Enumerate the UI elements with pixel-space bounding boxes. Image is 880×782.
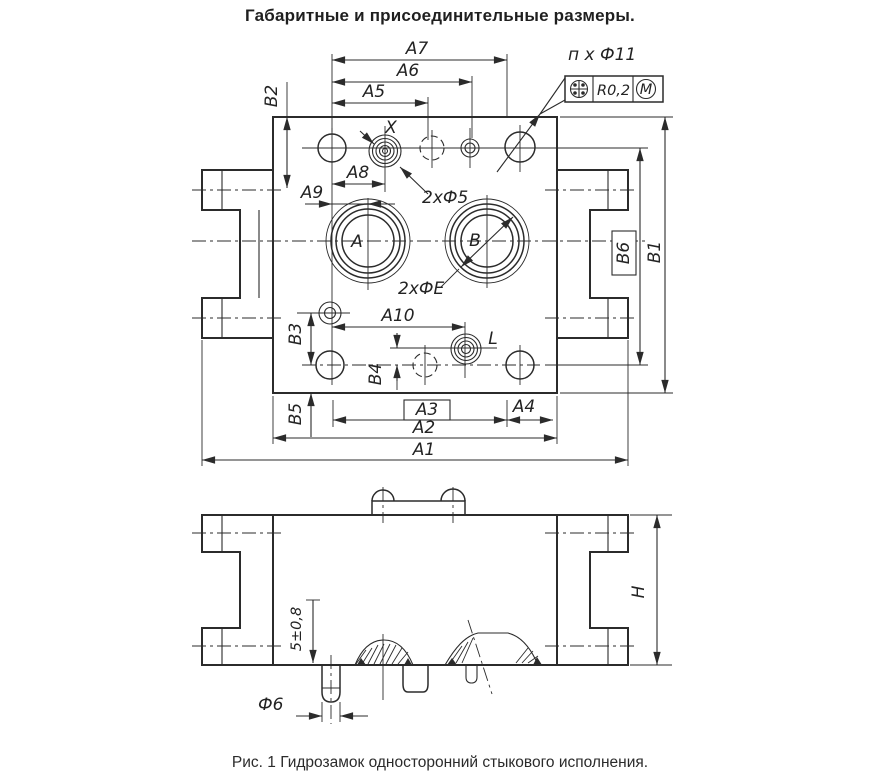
dim-label-b1: В1 [645, 241, 665, 263]
leader-2xf5 [399, 166, 429, 195]
dim-label-b2: В2 [262, 85, 282, 107]
drawing-labels: А7 А6 А5 А8 А9 А10 А3 А4 А2 А1 В2 В3 В5 … [258, 39, 665, 715]
port-b [444, 198, 530, 284]
port-a-label: А [350, 232, 363, 252]
hidden-hole [412, 352, 438, 378]
small-hole [460, 138, 480, 158]
right-flange-plan [557, 169, 629, 339]
figure-caption: Рис. 1 Гидрозамок односторонний стыковог… [231, 754, 649, 771]
dim-a3-box [403, 399, 451, 421]
plug-stud [402, 665, 429, 693]
dim-label-h: Н [629, 585, 649, 598]
mount-hole [505, 350, 535, 380]
leader-2xfe [440, 268, 460, 288]
plug-stud-small [465, 665, 478, 684]
valve-seat-large [444, 619, 542, 695]
dim-label-a6: А6 [396, 61, 420, 81]
dim-label-pin-dia: Ф6 [258, 695, 284, 715]
gdt-modifier-label: М [640, 82, 653, 98]
dim-label-a8: А8 [346, 163, 370, 183]
dim-label-a10: А10 [380, 306, 414, 326]
dim-b6-box [611, 230, 637, 276]
m-modifier-icon [635, 78, 657, 100]
dim-label-a4: А4 [512, 397, 535, 417]
gdt-tolerance-label: R0,2 [597, 83, 630, 99]
dim-label-pin-height: 5±0,8 [289, 607, 305, 651]
dim-label-a3: А3 [415, 400, 438, 420]
dim-label-a5: А5 [362, 82, 385, 102]
valve-seat-small [354, 639, 414, 666]
mount-hole [315, 350, 345, 380]
note-2xf5: 2хФ5 [422, 188, 468, 208]
mount-hole [317, 133, 347, 163]
front-view [192, 487, 638, 724]
check-pin [321, 665, 341, 703]
hole-label-x: X [384, 118, 397, 138]
dim-label-b3: В3 [286, 323, 306, 345]
right-flange-front [557, 514, 629, 666]
hidden-hole [419, 135, 445, 161]
hole-label-l: L [488, 329, 497, 349]
pilot-hole [318, 301, 342, 325]
page-title: Габаритные и присоединительные размеры. [244, 6, 635, 25]
note-n-f11: п х Ф11 [568, 45, 636, 65]
plan-view [192, 116, 645, 394]
mount-hole-f11 [504, 131, 536, 163]
port-b-label: В [469, 231, 481, 251]
front-dimensions [296, 514, 672, 722]
left-flange-plan [201, 169, 273, 339]
note-2xfe: 2хФЕ [398, 279, 445, 299]
valve-body-front [272, 514, 558, 666]
plan-dimensions [201, 54, 673, 466]
thread-hole-x [368, 134, 402, 168]
valve-body-plan [272, 116, 558, 394]
thread-hole-l [450, 333, 482, 365]
left-flange-front [201, 514, 273, 666]
dim-label-b6: В6 [614, 242, 634, 265]
gdt-frame [564, 75, 664, 103]
dim-label-a2: А2 [412, 418, 435, 438]
top-plate [371, 500, 466, 515]
dim-label-b5: В5 [286, 403, 306, 425]
position-tolerance-icon [569, 79, 589, 99]
dim-label-a9: А9 [300, 183, 323, 203]
dim-label-a1: А1 [412, 440, 435, 460]
dim-label-b4: В4 [366, 363, 386, 385]
gdt-callout [496, 75, 664, 173]
dim-label-a7: А7 [405, 39, 429, 59]
